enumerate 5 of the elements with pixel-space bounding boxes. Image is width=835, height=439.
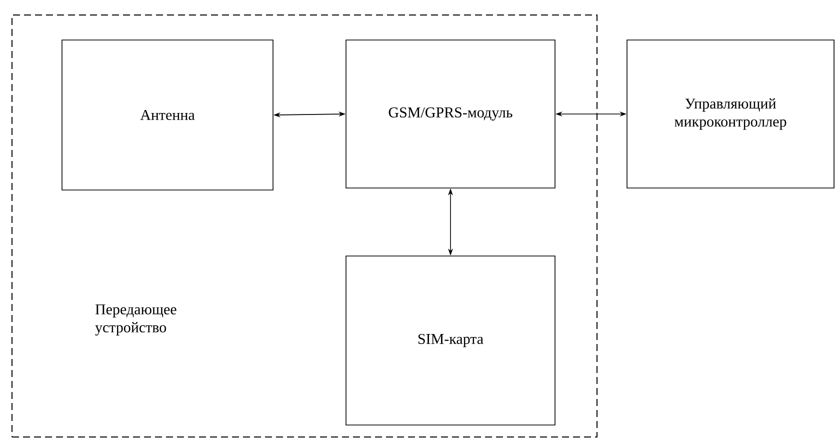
block-box: SIM-карта: [346, 256, 556, 426]
block-box: Управляющий микроконтроллер: [626, 40, 834, 188]
group-label: Передающее устройство: [95, 304, 176, 336]
block-box: GSM/GPRS-модуль: [346, 40, 556, 188]
block-box: Антенна: [62, 40, 274, 190]
